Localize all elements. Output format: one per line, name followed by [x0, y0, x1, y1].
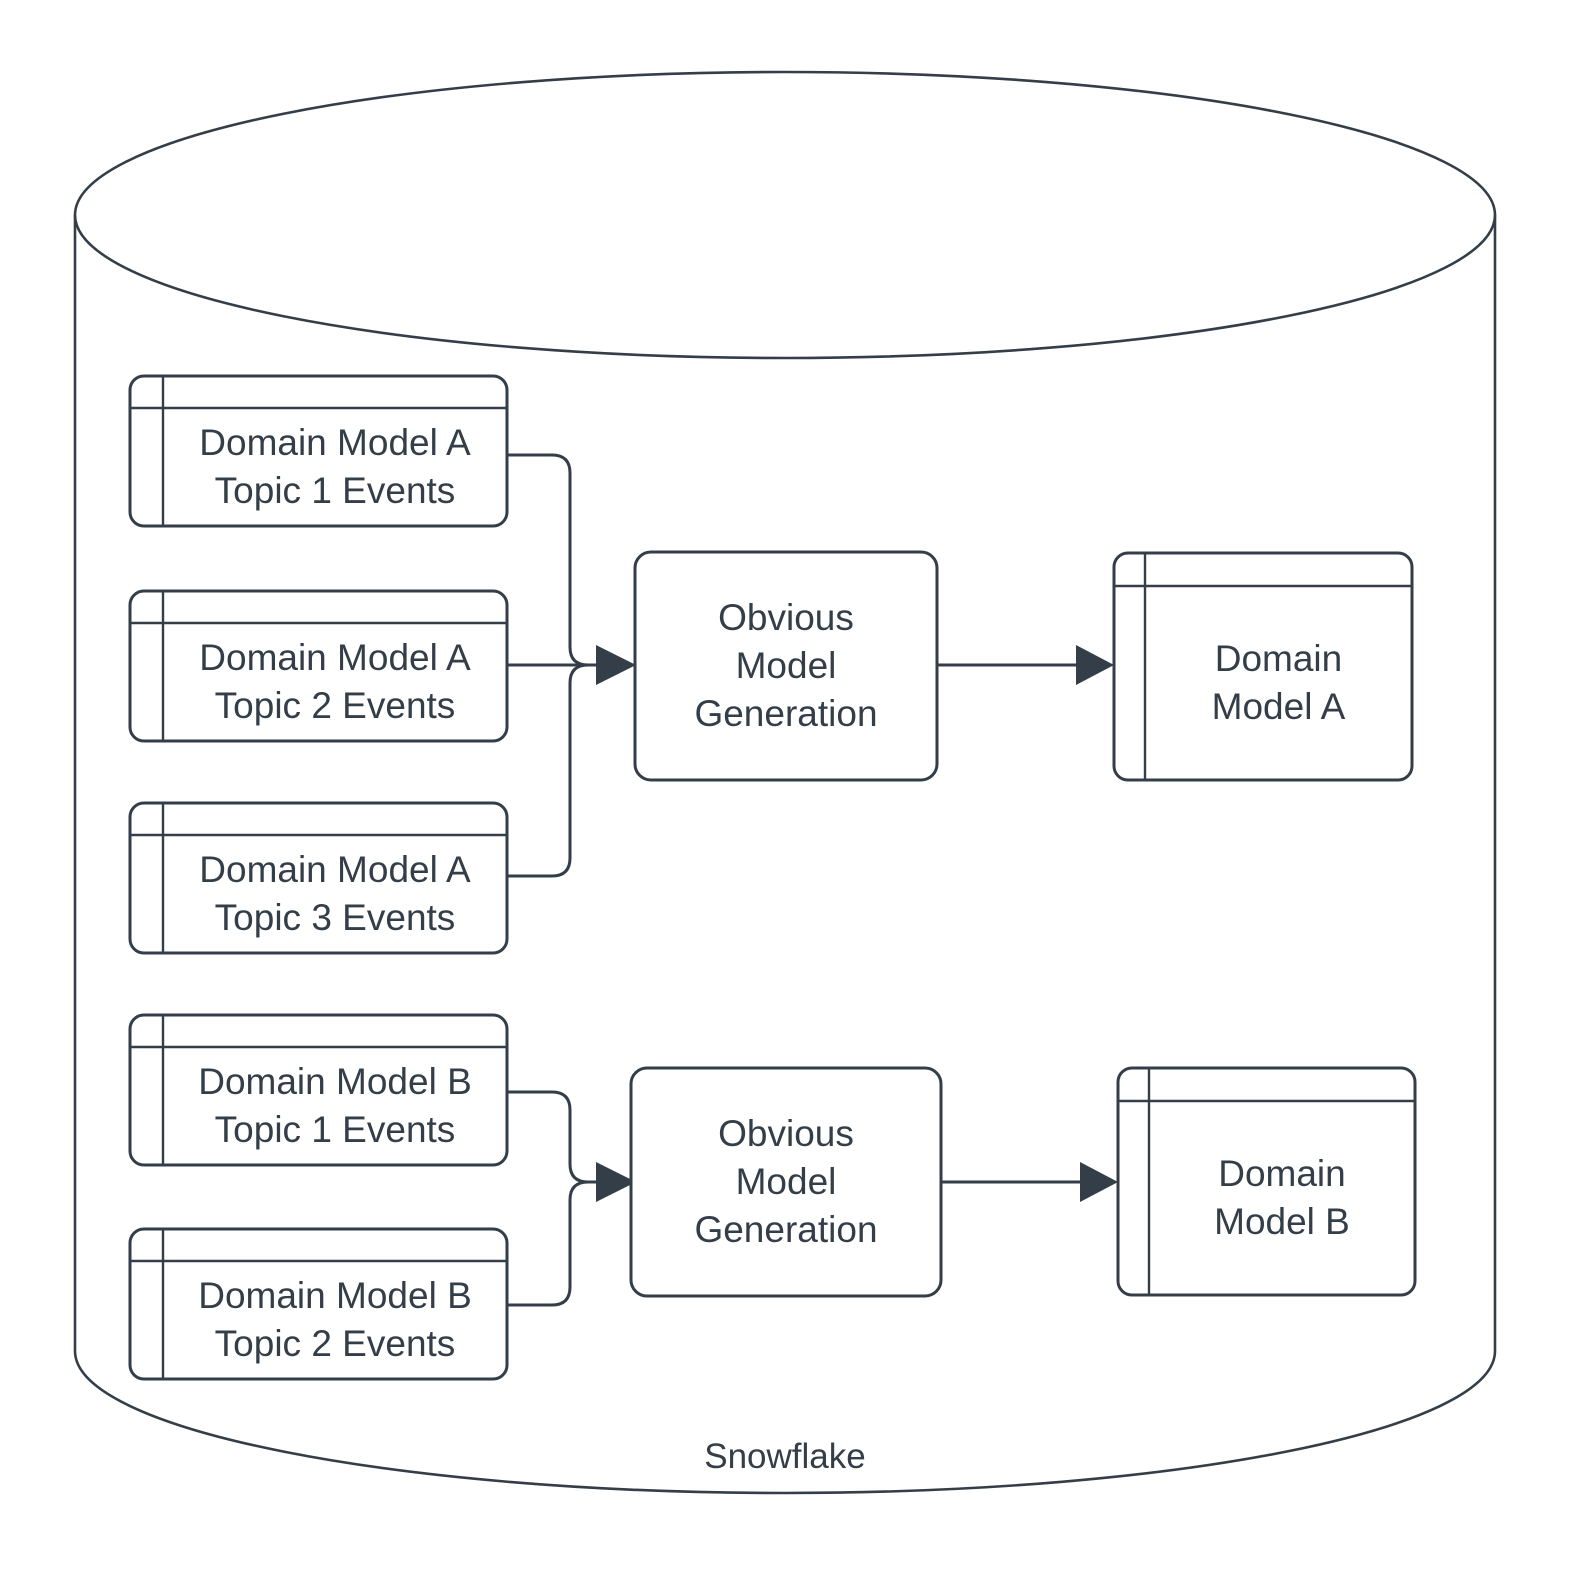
node-a-topic-1[interactable] [128, 374, 509, 528]
node-b-topic-1[interactable] [128, 1013, 509, 1167]
node-a-topic-2[interactable] [128, 589, 509, 743]
node-b-process[interactable] [629, 1066, 943, 1298]
node-a-process[interactable] [633, 550, 939, 782]
node-a-output[interactable] [1112, 551, 1414, 782]
arrowhead-a-out [1076, 645, 1114, 685]
arrowhead-b-in [596, 1162, 636, 1202]
group-a-edges [507, 453, 1114, 878]
arrowhead-a-in [596, 645, 636, 685]
node-b-topic-2[interactable] [128, 1227, 509, 1381]
snowflake-cylinder [73, 70, 1497, 1495]
arrowhead-b-out [1080, 1162, 1118, 1202]
group-b-edges [507, 1090, 1118, 1307]
node-b-output[interactable] [1116, 1066, 1417, 1297]
node-a-topic-3[interactable] [128, 801, 509, 955]
